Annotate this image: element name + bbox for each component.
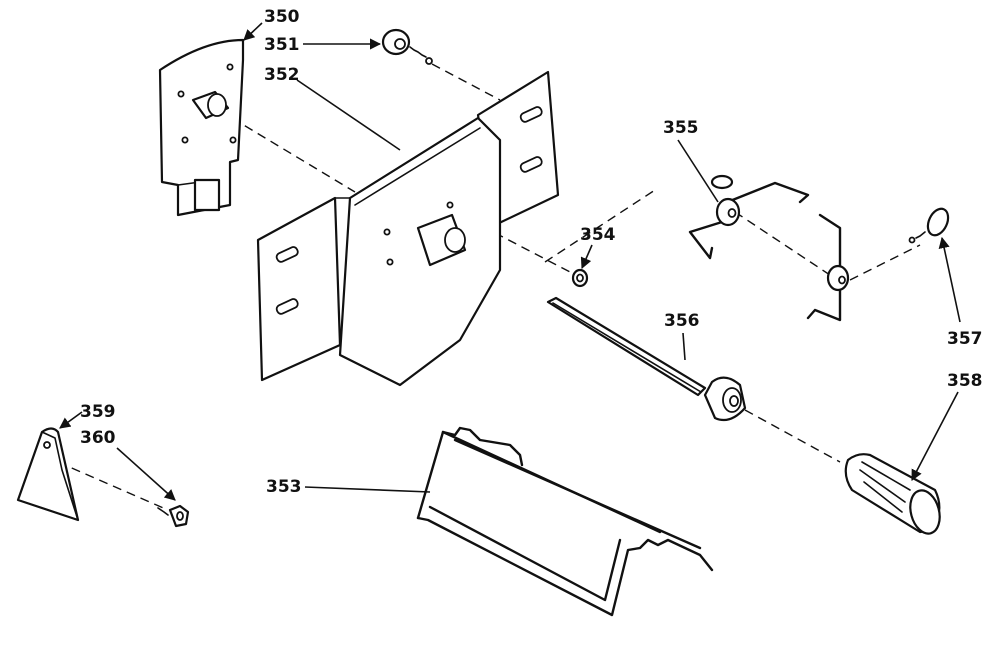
- part-355-spit-forks: [688, 174, 850, 322]
- part-354-nut: [571, 268, 589, 288]
- callout-351: 351: [264, 35, 300, 55]
- part-350-mounting-plate: [158, 38, 245, 217]
- part-351-spacer: [381, 28, 433, 65]
- callout-360: 360: [80, 428, 116, 448]
- callout-359: 359: [80, 402, 116, 422]
- callout-358: 358: [947, 371, 983, 391]
- part-353-wire-rack: [416, 426, 714, 617]
- part-359-fork-piece: [16, 427, 80, 522]
- callout-352: 352: [264, 65, 300, 85]
- callout-356: 356: [664, 311, 700, 331]
- part-352-bracket: [256, 70, 560, 387]
- callout-354: 354: [580, 225, 616, 245]
- callout-leaders: [59, 22, 961, 501]
- part-357-thumb-screw: [908, 207, 950, 244]
- callout-353: 353: [266, 477, 302, 497]
- callout-labels: 350 351 352 353 354 355 356 357 358 359 …: [80, 7, 983, 497]
- part-360-small-screw: [157, 504, 190, 528]
- part-356-spit-rod: [546, 296, 747, 422]
- callout-357: 357: [947, 329, 983, 349]
- callout-350: 350: [264, 7, 300, 27]
- part-358-handle-knob: [844, 453, 941, 535]
- callout-355: 355: [663, 118, 699, 138]
